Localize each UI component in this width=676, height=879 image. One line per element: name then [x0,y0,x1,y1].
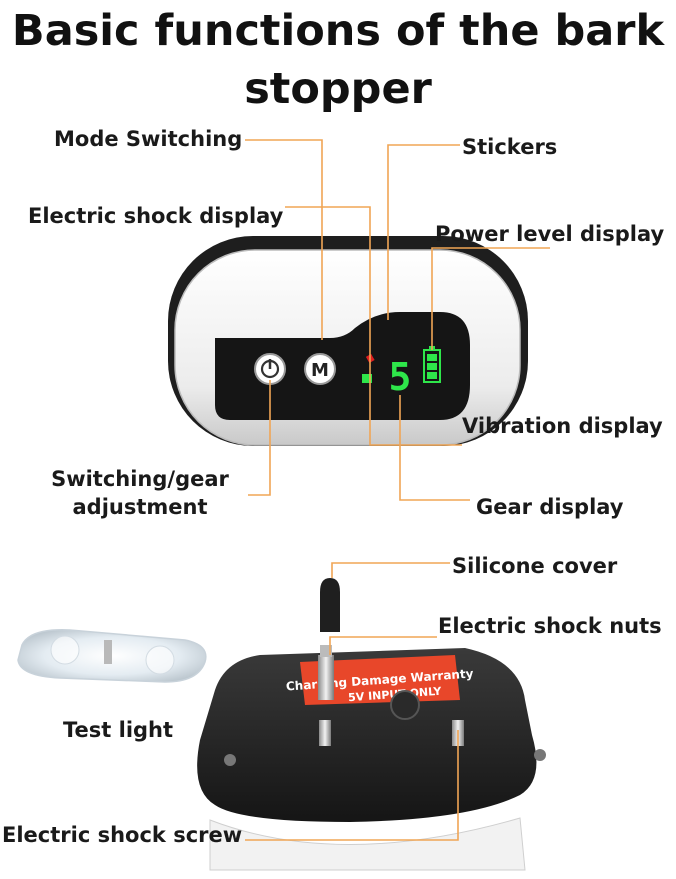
test-light-bulb [104,640,112,664]
label-electric-shock-display: Electric shock display [28,204,284,228]
vibration-indicator-led [362,374,372,383]
case-screw-left [224,754,236,766]
leader-shock-nuts [329,636,437,655]
test-light-bubble-left [50,635,80,665]
gear-digit-display: 5 [389,355,412,399]
battery-level-bar-2 [427,363,437,370]
leader-mode-switching [245,139,323,340]
collar-control-panel [215,312,470,420]
label-stickers: Stickers [462,135,558,159]
label-vibration-display: Vibration display [462,414,663,438]
test-light-device [17,629,207,683]
mode-button-letter: M [311,360,329,381]
charging-port-cap [390,690,420,720]
leader-switching-gear [248,380,271,496]
collar-back-white-rim [209,817,526,871]
label-gear-display: Gear display [476,495,624,519]
label-silicone-cover: Silicone cover [452,554,618,578]
battery-level-bar-3 [427,354,437,361]
test-light-bubble-right [145,645,175,675]
label-mode-switching: Mode Switching [54,127,243,151]
label-electric-shock-nuts: Electric shock nuts [438,614,662,638]
battery-level-bar-1 [427,372,437,379]
leader-electric-shock-vibration [285,206,462,446]
leader-lines [245,139,550,841]
collar-front-device: M 5 [168,236,528,446]
leader-stickers [387,144,460,320]
label-power-level-display: Power level display [435,222,665,246]
leader-silicone-cover [331,562,450,578]
case-screw-right [534,749,546,761]
electric-shock-nut-thread [320,645,332,657]
silicone-cover-cap [320,578,340,632]
title-line-1: Basic functions of the bark [11,6,665,56]
title-line-2: stopper [244,64,432,114]
label-switching-gear-adjustment: Switching/gear adjustment [51,467,229,519]
leader-shock-screw [245,730,459,841]
leader-gear-display [399,395,470,501]
collar-back-device: Charging Damage Warranty 5V INPUT ONLY [197,578,546,871]
label-test-light: Test light [63,718,174,742]
leader-power-level [431,247,550,350]
mode-button[interactable] [304,353,336,385]
warning-sticker [300,655,460,705]
electric-shock-screw-left [319,720,331,746]
electric-shock-nut [318,655,334,700]
label-electric-shock-screw: Electric shock screw [2,823,243,847]
